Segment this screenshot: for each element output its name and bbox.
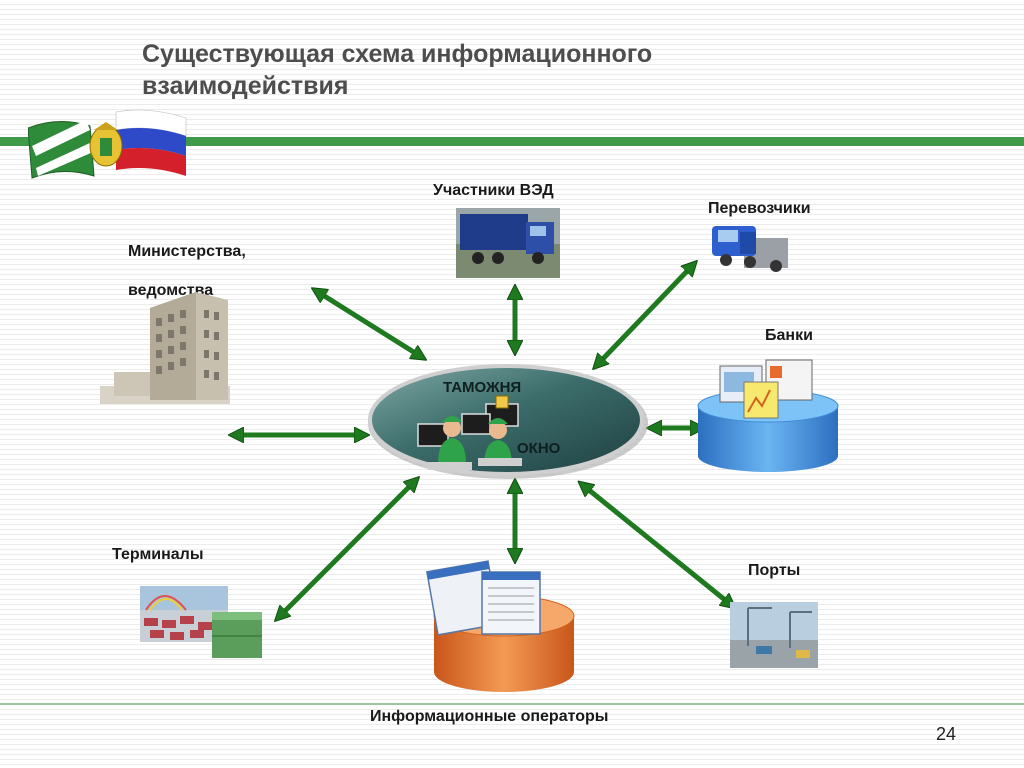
participants-label: Участники ВЭД [433, 182, 554, 199]
slide-title: Существующая схема информационного взаим… [142, 38, 862, 102]
hub-label-top: ТАМОЖНЯ [443, 379, 521, 396]
terminal-photo-icon [140, 586, 262, 658]
container-truck-icon [456, 208, 560, 278]
carriers-label: Перевозчики [708, 200, 811, 217]
info-operators-label: Информационные операторы [370, 708, 609, 725]
banks-label: Банки [765, 327, 813, 344]
port-photo-icon [730, 602, 818, 668]
ports-label: Порты [748, 562, 801, 579]
semi-truck-icon [712, 226, 788, 272]
customs-flag-icon [28, 120, 95, 179]
government-building-icon [100, 292, 230, 404]
footer-divider [0, 703, 1024, 705]
software-windows-icon [426, 560, 541, 636]
ministries-label-line1: Министерства, [128, 243, 246, 260]
hub-label-bottom: ОКНО [517, 440, 561, 457]
slide-title-line1: Существующая схема информационного [142, 40, 653, 68]
slide-title-line2: взаимодействия [142, 72, 349, 100]
page-number: 24 [936, 724, 957, 744]
arrow-terminals [280, 482, 414, 616]
arrow-ministries [318, 292, 420, 356]
customs-hub: ТАМОЖНЯ ОКНО [368, 364, 648, 479]
customs-flags-emblem [28, 109, 187, 179]
info-operators-database-icon [426, 560, 575, 692]
russian-flag-icon [115, 109, 187, 176]
customs-officers-icon [417, 395, 522, 470]
header-divider [0, 137, 1024, 146]
emblem-icon [89, 122, 123, 167]
arrow-ports [584, 486, 730, 604]
charts-documents-icon [719, 359, 813, 419]
arrow-carriers [598, 266, 692, 364]
banks-database-icon [697, 359, 839, 472]
terminals-label: Терминалы [112, 546, 204, 563]
